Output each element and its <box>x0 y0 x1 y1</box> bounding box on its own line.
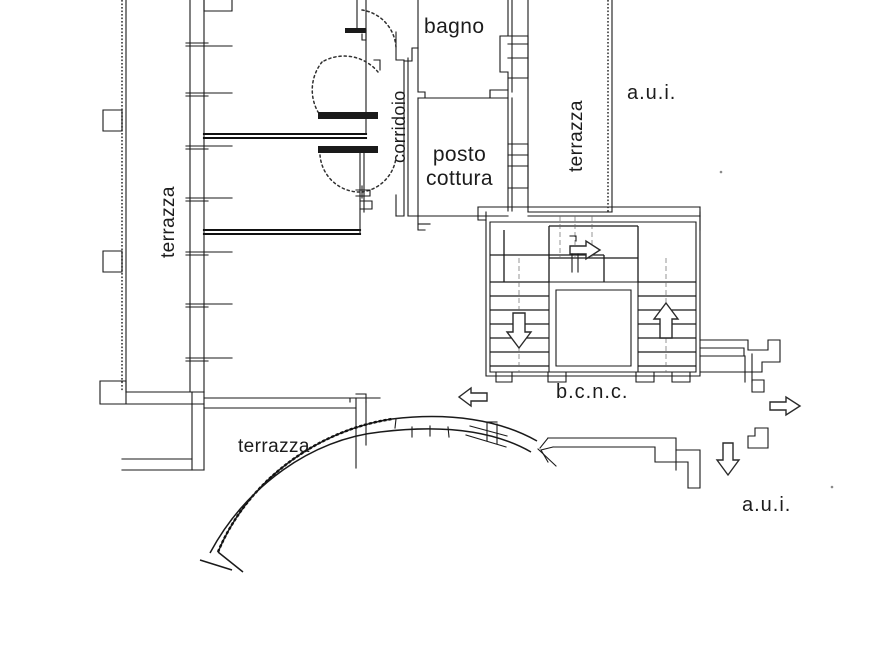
arrow-left-bcnc <box>457 386 488 408</box>
terrazza-bottom-walls <box>121 391 381 471</box>
stair-arrow-down-left <box>505 312 533 350</box>
label-posto-cottura: posto cottura <box>426 143 493 190</box>
arrow-right-outer <box>769 395 802 417</box>
label-bcnc: b.c.n.c. <box>556 381 629 403</box>
stair-core <box>548 281 639 373</box>
stair-landing <box>490 216 639 282</box>
terrazza-left-outer-wall <box>99 0 127 405</box>
arrow-down-aui <box>715 442 741 477</box>
wall-bottom-right <box>537 437 834 489</box>
pier-small-top-right <box>751 379 765 393</box>
region-aui-top <box>611 170 723 217</box>
label-aui-top: a.u.i. <box>627 82 677 104</box>
corridoio-walls <box>395 31 419 217</box>
stairwell-enclosure <box>477 206 701 383</box>
terrazza-left-inner-wall <box>185 0 233 393</box>
label-terrazza-bottom: terrazza <box>238 436 310 457</box>
stair-flight-left <box>490 230 549 372</box>
label-posto-line1: posto <box>432 143 487 166</box>
label-corridoio: corridoio <box>389 90 409 163</box>
stair-arrow-right-top <box>569 235 602 273</box>
balcony-arc <box>199 415 538 573</box>
pier-right-L <box>747 427 769 449</box>
terrazza-right <box>527 0 701 217</box>
room-posto-cottura <box>407 97 529 231</box>
label-posto-line2: cottura <box>426 166 493 190</box>
stair-arrow-up-right <box>652 301 680 339</box>
label-terrazza-right: terrazza <box>566 100 587 172</box>
room-left-lower <box>202 147 373 236</box>
label-aui-bottom: a.u.i. <box>742 494 792 516</box>
label-terrazza-left: terrazza <box>158 186 179 258</box>
door-swings <box>311 9 397 199</box>
wall-right-return <box>699 339 781 383</box>
label-bagno: bagno <box>424 15 485 38</box>
